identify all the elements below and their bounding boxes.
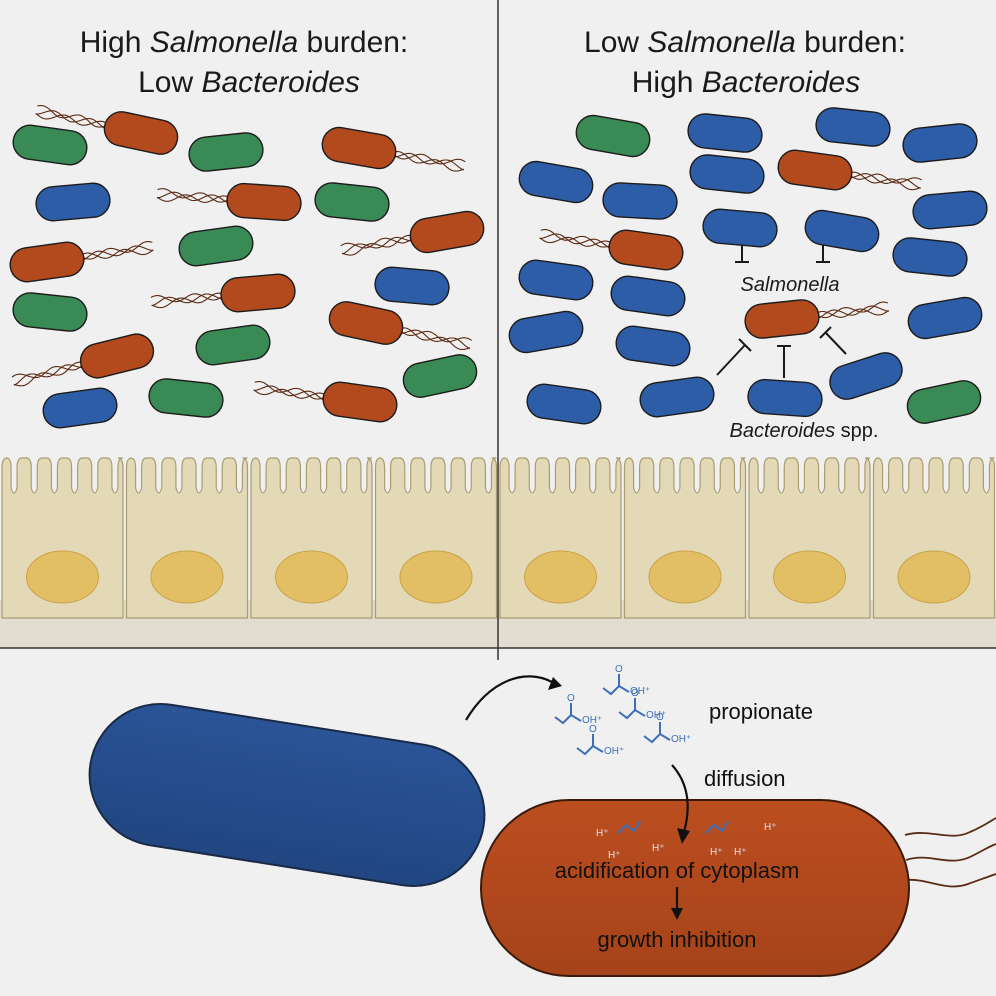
bacteroides-cell: [518, 259, 594, 301]
svg-text:O: O: [656, 712, 664, 723]
inhibition-lines: [716, 245, 847, 378]
right-title-line2: High Bacteroides: [632, 66, 860, 99]
bacteroides-cell: [526, 383, 602, 425]
left-title-line1: High Salmonella burden:: [80, 26, 409, 59]
svg-text:O: O: [589, 724, 597, 735]
bacteroides-cell: [687, 113, 763, 153]
svg-text:OH⁺: OH⁺: [630, 686, 650, 697]
salmonella-cell: [328, 301, 473, 351]
bacteroides-cell: [907, 296, 983, 340]
svg-text:O: O: [631, 688, 639, 699]
left-bacteria-group: [9, 105, 485, 429]
salmonella-cell: [11, 333, 155, 387]
salmonella-cell: [539, 229, 684, 271]
svg-text:O: O: [615, 664, 623, 675]
salmonella-cell: [150, 273, 296, 313]
left-title-line2: Low Bacteroides: [138, 66, 360, 99]
bacteroides-cell: [702, 208, 778, 248]
commensal-cell: [12, 292, 88, 332]
cell-nucleus: [150, 550, 224, 604]
commensal-cell: [575, 114, 651, 158]
propionate-molecule: OOH⁺: [643, 712, 691, 745]
diffusion-arrow: [671, 764, 689, 833]
bacteroides-cell: [42, 387, 118, 429]
right-title-line1: Low Salmonella burden:: [584, 26, 906, 59]
svg-text:OH⁺: OH⁺: [582, 715, 602, 726]
growth-inhibition-label: growth inhibition: [598, 927, 757, 952]
bacteroides-cell: [639, 376, 715, 418]
big-bacteroides-cell: [88, 702, 486, 888]
salmonella-cell: [253, 381, 398, 423]
bacteroides-cell: [747, 378, 823, 418]
salmonella-label: Salmonella: [741, 274, 840, 296]
bacteroides-cell: [610, 275, 686, 317]
bacteroides-cell: [902, 123, 978, 163]
bacteroides-cell: [804, 209, 880, 253]
commensal-cell: [906, 380, 982, 424]
epithelium-layer: [0, 457, 996, 648]
salmonella-cell: [156, 182, 302, 222]
big-salmonella-cell: [480, 799, 910, 977]
commensal-cell: [178, 225, 254, 267]
bacteroides-cell: [689, 154, 765, 194]
proton-4: H⁺: [710, 847, 723, 858]
propionate-molecule: OOH⁺: [602, 664, 650, 697]
commensal-cell: [188, 132, 264, 172]
cell-nucleus: [26, 550, 99, 604]
svg-text:OH⁺: OH⁺: [604, 746, 624, 757]
secretion-arrowhead: [548, 677, 562, 690]
bacteroides-cell: [829, 352, 903, 400]
secretion-arrow: [465, 675, 553, 721]
bacteroides-cell: [35, 182, 111, 222]
propionate-molecule: OOH⁺: [618, 688, 666, 721]
svg-text:OH⁺: OH⁺: [671, 734, 691, 745]
salmonella-cell: [340, 210, 485, 256]
proton-2: H⁺: [608, 850, 621, 861]
cell-nucleus: [399, 550, 473, 604]
propionate-label: propionate: [709, 699, 813, 724]
salmonella-cell: [321, 126, 466, 172]
cell-nucleus: [524, 550, 597, 604]
propionate-molecule: O OH⁺: [554, 693, 602, 726]
right-bacteria-group: [508, 107, 988, 425]
svg-text:OH⁺: OH⁺: [646, 710, 666, 721]
bacteroides-cell: [615, 325, 691, 367]
proton-5: H⁺: [734, 847, 747, 858]
diffusion-arrowhead: [677, 828, 690, 844]
salmonella-cell: [744, 299, 889, 339]
acidification-label: acidification of cytoplasm: [555, 858, 800, 883]
proton-3: H⁺: [652, 843, 665, 854]
cell-nucleus: [648, 550, 722, 604]
cell-nucleus: [773, 550, 846, 604]
commensal-cell: [12, 124, 88, 166]
bacteroides-cell: [508, 310, 584, 354]
propionate-molecule: O OH⁺: [576, 724, 624, 757]
propionate-molecules: OOH⁺OOH⁺OOH⁺OOH⁺OOH⁺: [554, 664, 691, 757]
commensal-cell: [148, 378, 224, 418]
commensal-cell: [314, 182, 390, 222]
bacteroides-cell: [892, 237, 968, 277]
proton-6: H⁺: [764, 822, 777, 833]
bacteroides-cell: [602, 182, 678, 220]
salmonella-cell: [9, 241, 154, 283]
bacteroides-cell: [518, 160, 594, 204]
inhibition-step-arrowhead: [671, 908, 683, 920]
intracellular-molecules: [617, 820, 729, 834]
salmonella-cell: [777, 149, 922, 191]
bacteroides-label: Bacteroides spp.: [730, 420, 879, 442]
svg-text:O: O: [567, 693, 575, 704]
commensal-cell: [195, 324, 271, 366]
diffusion-label: diffusion: [704, 766, 786, 791]
big-salmonella-flagella: [904, 817, 996, 888]
cell-nucleus: [275, 550, 348, 604]
commensal-cell: [402, 354, 478, 398]
bacteroides-cell: [815, 107, 891, 147]
proton-1: H⁺: [596, 828, 609, 839]
cell-nucleus: [897, 550, 971, 604]
bacteroides-cell: [374, 266, 450, 306]
bacteroides-cell: [912, 190, 988, 230]
salmonella-cell: [35, 105, 179, 155]
